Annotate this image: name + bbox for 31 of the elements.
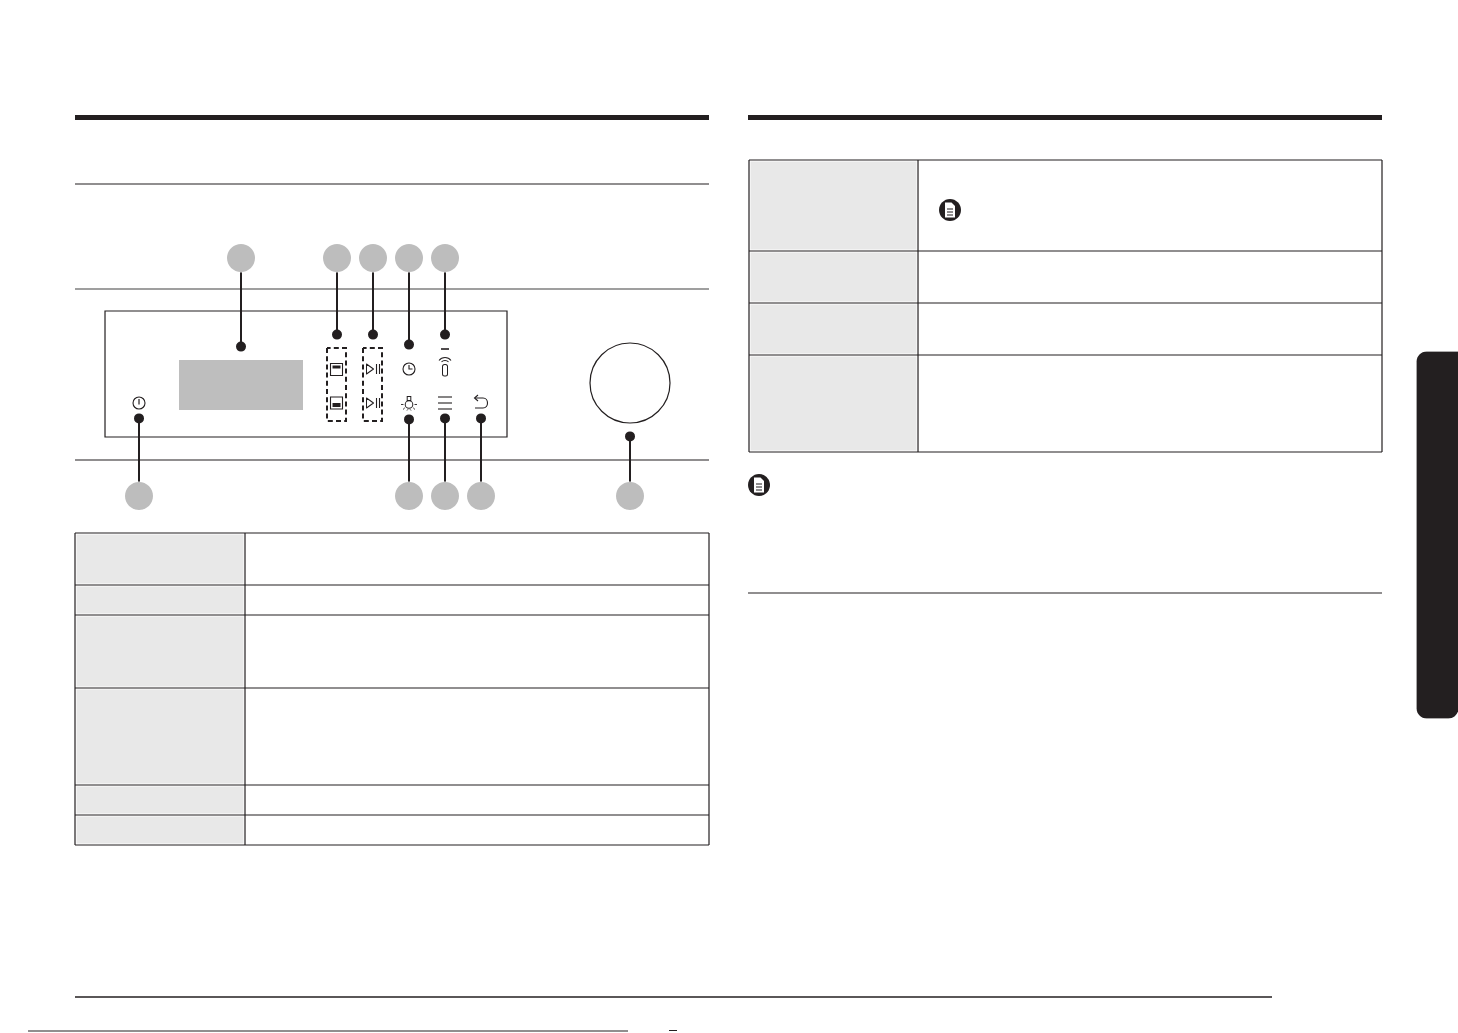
dashed-button-group [326,347,347,422]
power-icon [132,396,146,410]
callout-circle [431,482,459,510]
callout-circle [359,244,387,272]
clock-icon [402,362,416,376]
callout-circle [227,244,255,272]
leader-line [625,431,635,483]
callout-circle [395,244,423,272]
leader-line [332,271,342,340]
callout-circle [431,244,459,272]
callout-circle [616,482,644,510]
leader-line [440,271,450,340]
callout-circle [467,482,495,510]
menu-icon [437,396,453,410]
lamp-icon [400,396,418,411]
leader-line [404,271,414,350]
dashed-button-group [362,347,383,422]
leader-line [134,413,144,483]
callout-circle [323,244,351,272]
leader-line [440,413,450,483]
signal-icon [438,348,452,377]
callout-circle [125,482,153,510]
leader-line [368,271,378,340]
side-tab [1416,351,1458,719]
leader-line [476,413,486,483]
leader-line [404,414,414,483]
dial-knob [589,342,671,424]
back-icon [473,394,489,409]
display-window [179,360,303,410]
callout-circle [395,482,423,510]
leader-line [236,271,246,352]
